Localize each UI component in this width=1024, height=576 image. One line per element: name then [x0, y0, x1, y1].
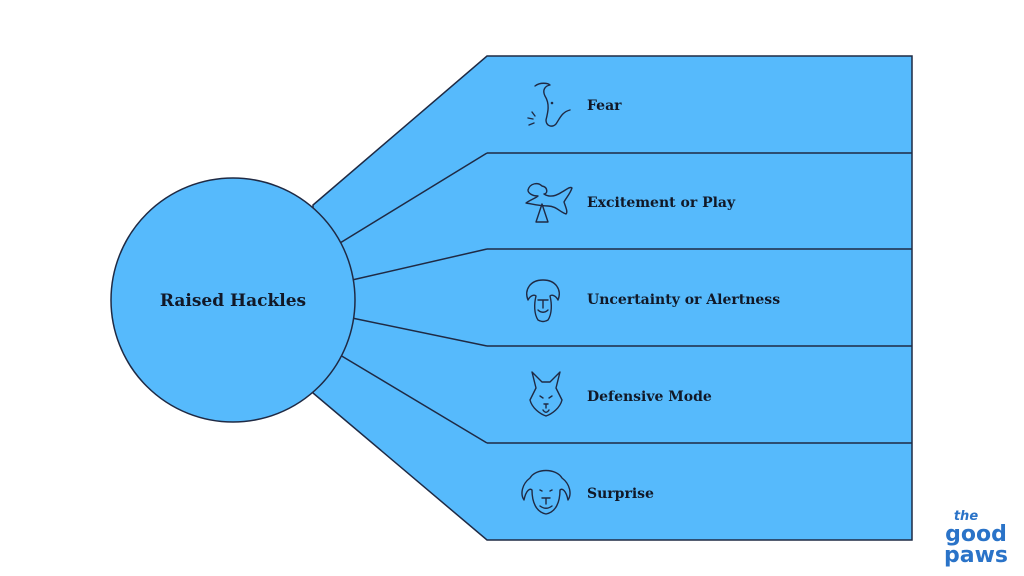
logo-good: good [945, 522, 1007, 547]
logo-the: the [954, 509, 978, 524]
branch-label-fear: Fear [587, 98, 622, 114]
logo-paws: paws [944, 543, 1008, 568]
brand-logo: the good paws [944, 509, 1008, 568]
branch-label-uncertainty: Uncertainty or Alertness [587, 292, 780, 308]
pointed-ear-dog-icon [529, 371, 563, 417]
branch-label-defensive: Defensive Mode [587, 389, 712, 405]
center-label: Raised Hackles [160, 291, 306, 311]
branch-dividers [339, 152, 912, 444]
branch-label-excitement: Excitement or Play [587, 195, 736, 211]
center-node [110, 177, 356, 423]
dog-face-icon [526, 279, 560, 323]
dog-snout-icon [527, 82, 571, 127]
jumping-dog-icon [525, 182, 573, 223]
branch-label-surprise: Surprise [587, 486, 654, 502]
floppy-ear-dog-icon [521, 469, 571, 515]
